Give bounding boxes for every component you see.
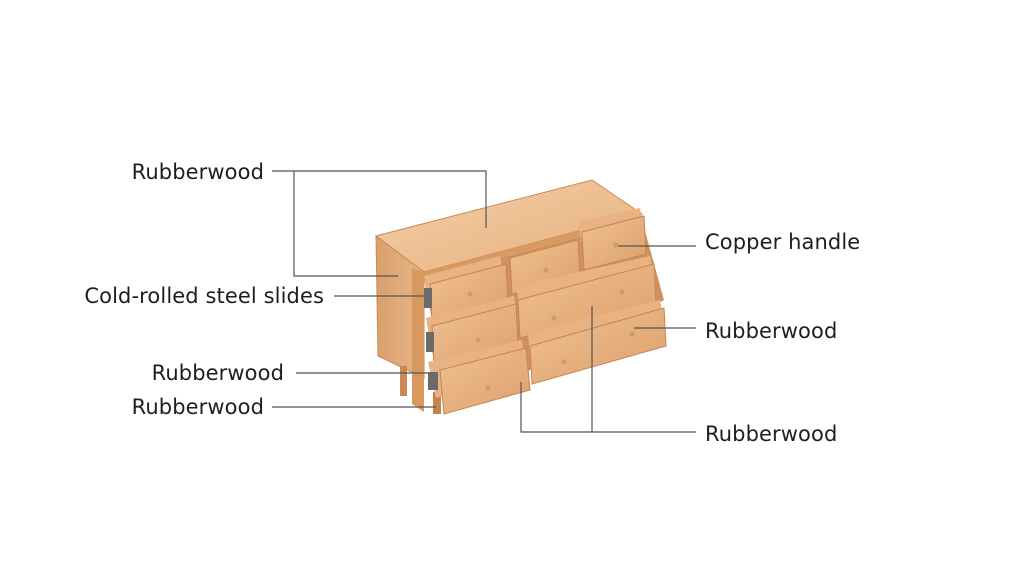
label-rubberwood-bottom-right: Rubberwood — [705, 422, 838, 446]
drawer-5-handle-right — [619, 289, 625, 295]
leader-bottom-right — [520, 382, 696, 433]
label-rubberwood-top-left: Rubberwood — [131, 160, 264, 184]
drawer-7-handle-right — [629, 331, 635, 337]
drawer-2-handle — [543, 267, 549, 273]
label-copper-handle: Copper handle — [705, 230, 861, 254]
dresser-leg-front — [433, 392, 441, 414]
label-rubberwood-mid-left: Rubberwood — [151, 361, 284, 385]
drawer-6-handle — [485, 385, 491, 391]
dresser-leg-back — [400, 366, 407, 396]
label-cold-rolled-steel-slides: Cold-rolled steel slides — [84, 284, 324, 308]
drawer-7-handle-left — [561, 359, 567, 365]
drawer-3-handle — [613, 242, 619, 248]
drawer-3-front — [581, 215, 647, 271]
drawer-5-handle-left — [551, 315, 557, 321]
label-rubberwood-mid-right: Rubberwood — [705, 319, 838, 343]
drawer-4-handle — [475, 337, 481, 343]
leader-top-left — [272, 170, 487, 228]
drawer-1-handle — [467, 291, 473, 297]
drawer-4-slide — [426, 332, 434, 352]
label-rubberwood-bottom-left: Rubberwood — [131, 395, 264, 419]
drawer-1-slide — [424, 288, 432, 308]
dresser-side-post — [412, 268, 424, 412]
drawer-7-front — [529, 307, 667, 385]
leader-top-left-branch — [293, 171, 398, 277]
drawer-6-front — [439, 347, 531, 415]
drawer-6-slide — [428, 372, 438, 390]
